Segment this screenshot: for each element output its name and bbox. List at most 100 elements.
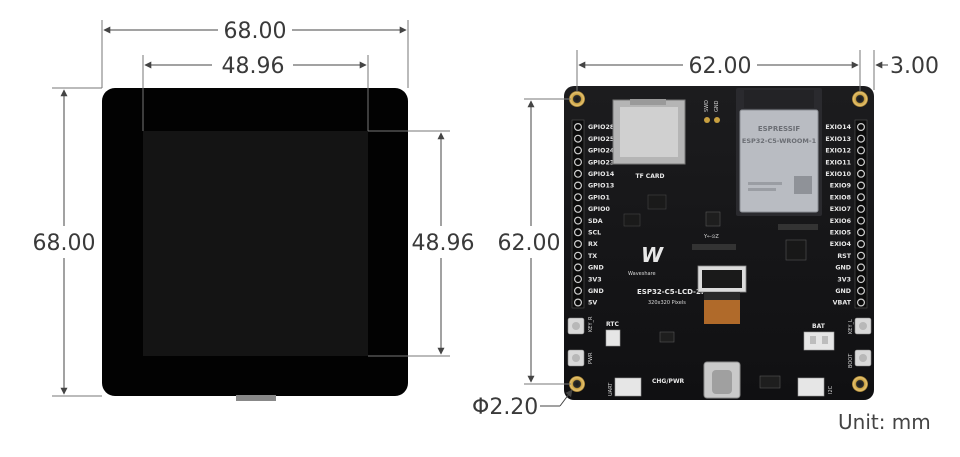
right-pin-label: 3V3 bbox=[837, 276, 851, 283]
rtc-connector bbox=[605, 329, 621, 347]
label-chg-pwr: CHG/PWR bbox=[652, 378, 685, 385]
right-pin-hole bbox=[856, 286, 865, 295]
right-pin-hole bbox=[856, 298, 865, 307]
left-pin-hole bbox=[573, 286, 582, 295]
left-pin-header bbox=[573, 122, 582, 307]
fpc-cable bbox=[704, 300, 740, 324]
uart-connector bbox=[614, 377, 642, 397]
right-pin-label: GND bbox=[835, 265, 851, 272]
left-pin-label: GPIO13 bbox=[588, 183, 614, 190]
right-pin-label: EXIO12 bbox=[825, 148, 851, 155]
right-pin-hole bbox=[856, 181, 865, 190]
left-pin-hole bbox=[573, 181, 582, 190]
left-pin-hole bbox=[573, 193, 582, 202]
right-pin-label: EXIO10 bbox=[825, 171, 851, 178]
label-bat: BAT bbox=[812, 323, 826, 330]
left-pin-label: 5V bbox=[588, 300, 597, 307]
label-gnd-top: GND bbox=[714, 100, 720, 112]
label-key-l: KEY_L bbox=[848, 319, 854, 334]
right-pin-label: EXIO8 bbox=[830, 194, 851, 201]
left-pin-label: TX bbox=[588, 253, 597, 260]
left-pin-hole bbox=[573, 169, 582, 178]
dim-active-height: 48.96 bbox=[412, 231, 475, 256]
left-pin-label: SCL bbox=[588, 230, 601, 237]
label-axes: Y←⊙Z bbox=[703, 234, 719, 240]
right-pin-hole bbox=[856, 228, 865, 237]
unit-label: Unit: mm bbox=[838, 410, 931, 434]
right-pin-label: VBAT bbox=[833, 300, 852, 307]
left-pin-label: GPIO25 bbox=[588, 136, 614, 143]
left-pin-hole bbox=[573, 134, 582, 143]
module-brand: ESPRESSIF bbox=[758, 125, 800, 133]
right-pin-hole bbox=[856, 169, 865, 178]
right-pin-hole bbox=[856, 122, 865, 131]
left-pin-hole bbox=[573, 275, 582, 284]
label-boot: BOOT bbox=[848, 353, 854, 368]
left-pin-label: SDA bbox=[588, 218, 603, 225]
module-qr bbox=[794, 176, 812, 194]
display-active-area bbox=[143, 131, 368, 356]
right-pin-hole bbox=[856, 158, 865, 167]
right-pin-hole bbox=[856, 134, 865, 143]
left-pin-label: 3V3 bbox=[588, 276, 602, 283]
left-pin-hole bbox=[573, 263, 582, 272]
left-pin-label: GND bbox=[588, 265, 604, 272]
right-pin-labels: EXIO14EXIO13EXIO12EXIO11EXIO10EXIO9EXIO8… bbox=[825, 124, 851, 307]
dim-active-width: 48.96 bbox=[222, 54, 285, 79]
left-pin-label: GPIO28 bbox=[588, 124, 614, 131]
left-pin-labels: GPIO28GPIO25GPIO24GPIO23GPIO14GPIO13GPIO… bbox=[588, 124, 615, 307]
board-model: ESP32-C5-LCD-2.73 bbox=[637, 288, 713, 296]
label-pwr: PWR bbox=[588, 352, 594, 364]
dim-board-width: 62.00 bbox=[689, 54, 752, 79]
right-pin-label: EXIO6 bbox=[830, 218, 852, 225]
left-pin-hole bbox=[573, 298, 582, 307]
dim-hole-offset: 3.00 bbox=[890, 54, 939, 79]
module-name: ESP32-C5-WROOM-1 bbox=[742, 137, 817, 145]
dim-display-width: 68.00 bbox=[224, 19, 287, 44]
right-pin-label: EXIO4 bbox=[830, 241, 852, 248]
right-pin-label: EXIO13 bbox=[825, 136, 851, 143]
right-pin-label: EXIO14 bbox=[825, 124, 851, 131]
left-pin-label: GPIO1 bbox=[588, 194, 610, 201]
right-pin-hole bbox=[856, 275, 865, 284]
left-pin-hole bbox=[573, 158, 582, 167]
dim-hole-diameter: Φ2.20 bbox=[472, 395, 538, 420]
label-swd: SWD bbox=[704, 100, 710, 112]
right-pin-label: RST bbox=[837, 253, 851, 260]
dim-display-height: 68.00 bbox=[33, 231, 96, 256]
left-pin-hole bbox=[573, 240, 582, 249]
label-tf-card: TF CARD bbox=[636, 173, 665, 180]
label-i2c: I2C bbox=[828, 385, 834, 394]
left-pin-hole bbox=[573, 228, 582, 237]
left-pin-hole bbox=[573, 122, 582, 131]
mounting-hole-br bbox=[852, 376, 868, 392]
right-pin-hole bbox=[856, 216, 865, 225]
left-pin-hole bbox=[573, 146, 582, 155]
left-pin-label: GPIO23 bbox=[588, 159, 614, 166]
right-pin-label: EXIO9 bbox=[830, 183, 851, 190]
brand-logo: W bbox=[641, 243, 664, 267]
mounting-hole-tr bbox=[852, 91, 868, 107]
right-pin-hole bbox=[856, 240, 865, 249]
right-pin-hole bbox=[856, 193, 865, 202]
label-key-r: KEY_R bbox=[588, 316, 594, 332]
right-pin-hole bbox=[856, 146, 865, 155]
left-pin-label: GPIO0 bbox=[588, 206, 610, 213]
pcb bbox=[564, 86, 874, 400]
right-pin-label: GND bbox=[835, 288, 851, 295]
dim-board-height: 62.00 bbox=[498, 231, 561, 256]
display-connector bbox=[236, 395, 276, 401]
right-pin-hole bbox=[856, 251, 865, 260]
right-pin-header bbox=[856, 122, 865, 307]
left-pin-hole bbox=[573, 251, 582, 260]
right-pin-label: EXIO7 bbox=[830, 206, 851, 213]
mounting-hole-bl bbox=[569, 376, 585, 392]
display-view: 68.00 48.96 68.00 48.96 bbox=[33, 19, 475, 401]
label-rtc: RTC bbox=[606, 321, 619, 328]
mounting-hole-tl bbox=[569, 91, 585, 107]
right-pin-label: EXIO5 bbox=[830, 230, 851, 237]
left-pin-label: RX bbox=[588, 241, 598, 248]
left-pin-label: GND bbox=[588, 288, 604, 295]
i2c-connector bbox=[797, 377, 825, 397]
